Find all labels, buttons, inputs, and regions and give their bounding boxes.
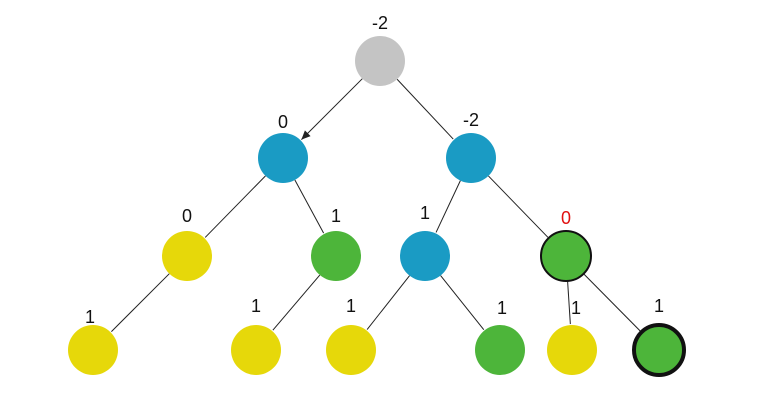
node-value-label-root: -2 [372,13,388,33]
edge-n6-n11 [567,280,571,325]
edge-n2-n5 [435,180,461,233]
edge-n2-n6 [488,175,549,238]
tree-node-n9 [326,325,376,375]
tree-node-n12 [632,323,686,377]
edge-n1-n3 [204,175,266,238]
node-value-label-n7: 1 [85,307,95,327]
tree-node-n1 [258,133,308,183]
edge-n5-n9 [366,275,410,330]
edge-n3-n7 [111,273,170,332]
node-value-label-n2: -2 [463,110,479,130]
node-value-label-n10: 1 [497,298,507,318]
node-value-label-n12: 1 [654,296,664,316]
node-value-label-n8: 1 [251,296,261,316]
node-value-label-n5: 1 [420,203,430,223]
nodes-layer [68,36,686,377]
node-value-label-n4: 1 [331,206,341,226]
tree-node-n4 [311,231,361,281]
edges-layer [111,78,642,332]
tree-node-n11 [547,325,597,375]
tree-node-n2 [446,133,496,183]
tree-node-n7 [68,325,118,375]
node-value-label-n3: 0 [182,206,192,226]
tree-node-n10 [475,325,525,375]
tree-node-n5 [400,231,450,281]
tree-node-n8 [231,325,281,375]
edge-root-n1 [301,78,363,140]
labels-layer: -2 0 -2 0 1 1 0 1 1 1 1 1 1 [85,13,664,327]
tree-node-root [355,36,405,86]
edge-n1-n4 [294,179,325,234]
edge-n5-n10 [440,275,485,330]
tree-node-n3 [162,231,212,281]
edge-n4-n8 [272,274,321,331]
tree-node-n6 [540,230,592,282]
node-value-label-n9: 1 [346,296,356,316]
node-value-label-n11: 1 [571,298,581,318]
node-value-label-n6: 0 [561,208,571,228]
node-value-label-n1: 0 [278,112,288,132]
edge-root-n2 [396,78,454,140]
edge-n6-n12 [583,273,642,332]
